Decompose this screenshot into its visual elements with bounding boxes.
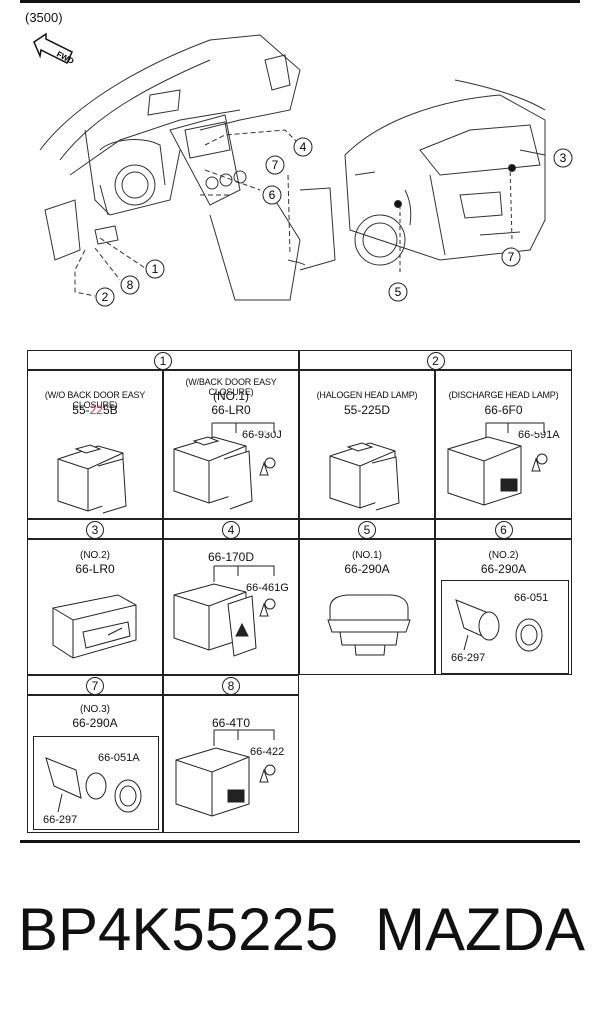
column-header-1: 1 bbox=[27, 350, 299, 370]
callout-1: 1 bbox=[152, 262, 159, 276]
figure-code: (3500) bbox=[25, 10, 63, 25]
sub-part-number: 66-422 bbox=[250, 746, 285, 758]
part-note: (W/BACK DOOR EASY CLOSURE) bbox=[185, 377, 277, 397]
fwd-arrow-icon bbox=[33, 32, 73, 65]
part-sub: (NO.1) bbox=[213, 389, 249, 403]
switch-illustration bbox=[329, 442, 400, 511]
switch-illustration bbox=[57, 444, 127, 514]
part-number: 66-LR0 bbox=[211, 403, 251, 417]
part-sub: (NO.2) bbox=[80, 550, 110, 561]
part-cell-66-lr0-no2[interactable]: (NO.2) 66-LR0 bbox=[27, 539, 163, 675]
sub-part-number: 66-591A bbox=[518, 429, 560, 441]
row-header-8: 8 bbox=[163, 675, 299, 695]
part-number: 55-225B bbox=[72, 403, 118, 417]
part-note: (DISCHARGE HEAD LAMP) bbox=[448, 390, 559, 400]
part-cell-66-290a-no1[interactable]: (NO.1) 66-290A bbox=[299, 539, 435, 675]
part-sub: (NO.3) bbox=[80, 704, 110, 715]
sub-assembly-frame bbox=[441, 580, 569, 674]
part-note: (W/O BACK DOOR EASY CLOSURE) bbox=[44, 390, 146, 410]
sub-part-number-a: 66-051 bbox=[514, 592, 549, 604]
switch-illustration bbox=[173, 422, 276, 510]
part-number: 55-225D bbox=[343, 403, 391, 417]
row-header-4: 4 bbox=[163, 519, 299, 539]
sub-part-number-b: 66-297 bbox=[451, 652, 486, 664]
switch-illustration bbox=[175, 729, 276, 817]
row-header-5: 5 bbox=[299, 519, 435, 539]
row-header-7: 7 bbox=[27, 675, 163, 695]
footer-brand: MAZDA bbox=[375, 896, 585, 963]
bottom-rule bbox=[20, 840, 580, 843]
part-number: 66-6F0 bbox=[484, 403, 523, 417]
part-cell-66-170d[interactable]: 66-170D 66-461G bbox=[163, 539, 299, 675]
part-number: 66-290A bbox=[72, 716, 118, 730]
part-sub: (NO.1) bbox=[352, 550, 382, 561]
part-number: 66-290A bbox=[344, 562, 390, 576]
row-header-6: 6 bbox=[435, 519, 572, 539]
sub-part-number-a: 66-051A bbox=[98, 752, 140, 764]
column-header-2: 2 bbox=[299, 350, 572, 370]
sub-assembly-frame bbox=[33, 736, 159, 830]
callout-3: 3 bbox=[560, 151, 567, 165]
part-cell-55-225d[interactable]: (HALOGEN HEAD LAMP) 55-225D bbox=[299, 370, 435, 519]
part-note: (HALOGEN HEAD LAMP) bbox=[316, 390, 418, 400]
socket-illustration bbox=[455, 599, 543, 652]
part-sub: (NO.2) bbox=[488, 550, 519, 561]
part-number: 66-4T0 bbox=[211, 716, 251, 730]
callout-6: 6 bbox=[269, 188, 276, 202]
part-number: 66-170D bbox=[207, 550, 255, 564]
part-number: 66-290A bbox=[480, 562, 527, 576]
part-cell-55-225b[interactable]: (W/O BACK DOOR EASY CLOSURE) 55-225B bbox=[27, 370, 163, 519]
row-header-3: 3 bbox=[27, 519, 163, 539]
part-cell-66-6f0[interactable]: (DISCHARGE HEAD LAMP) 66-6F0 66-591A bbox=[435, 370, 572, 519]
callout-5: 5 bbox=[395, 285, 402, 299]
callout-8: 8 bbox=[127, 278, 134, 292]
switch-illustration bbox=[447, 422, 548, 506]
part-cell-66-lr0-no1[interactable]: (W/BACK DOOR EASY CLOSURE) (NO.1) 66-LR0… bbox=[163, 370, 299, 519]
sub-part-number: 66-461G bbox=[246, 582, 289, 594]
switch-illustration bbox=[173, 565, 276, 657]
vehicle-overview-diagram: 1 2 3 4 5 6 7 7 8 FWD bbox=[33, 32, 573, 307]
sub-part-number-b: 66-297 bbox=[43, 814, 78, 826]
callout-4: 4 bbox=[300, 140, 307, 154]
part-cell-66-290a-no3[interactable]: (NO.3) 66-290A 66-051A 66-297 bbox=[27, 695, 163, 833]
footer-part-number: BP4K55225 bbox=[18, 896, 339, 963]
callout-7a: 7 bbox=[272, 158, 279, 172]
top-rule bbox=[20, 0, 580, 3]
part-number: 66-LR0 bbox=[75, 562, 115, 576]
callout-2: 2 bbox=[102, 290, 109, 304]
socket-illustration bbox=[327, 594, 411, 656]
part-cell-66-290a-no2[interactable]: (NO.2) 66-290A 66-051 66-297 bbox=[435, 539, 572, 675]
switch-illustration bbox=[52, 594, 137, 659]
socket-illustration bbox=[45, 757, 142, 813]
parts-grid: 1 2 (W/O BACK DOOR EASY CLOSURE) 55-225B… bbox=[27, 350, 572, 833]
part-cell-66-4t0[interactable]: 66-4T0 66-422 bbox=[163, 695, 299, 833]
callout-7b: 7 bbox=[508, 250, 515, 264]
